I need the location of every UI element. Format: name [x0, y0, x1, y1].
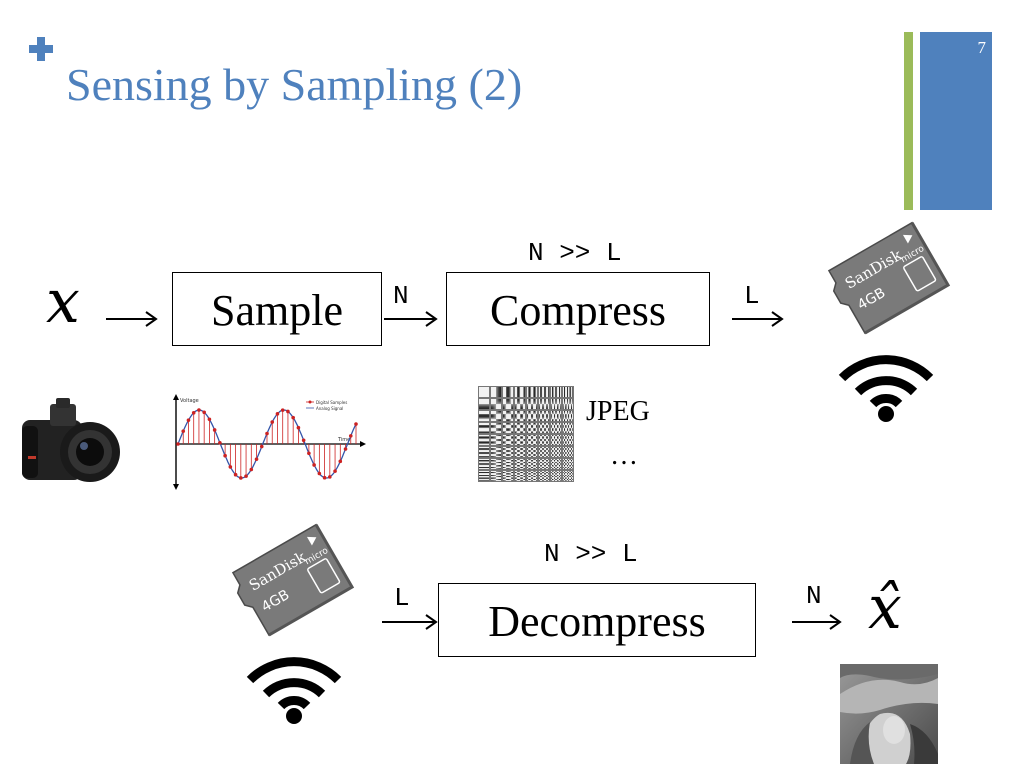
wifi-icon-bottom	[246, 657, 342, 724]
sample-dot	[254, 457, 259, 461]
camera-icon	[22, 398, 120, 482]
input-symbol: x	[46, 267, 80, 337]
sample-box: Sample	[172, 272, 382, 346]
sample-dot	[275, 412, 280, 416]
sample-dot	[348, 434, 353, 438]
sample-dot	[228, 465, 233, 469]
arrow-card-to-decompress	[382, 614, 438, 630]
sample-dot	[322, 475, 327, 480]
arrow-compress-to-card	[732, 311, 784, 327]
sample-dot	[223, 453, 227, 458]
sample-dot	[239, 476, 243, 480]
sample-dot	[307, 451, 311, 456]
dct-cell	[503, 411, 513, 421]
sample-dot	[197, 408, 201, 412]
sample-dot	[291, 415, 295, 420]
accent-bar-green	[904, 32, 913, 210]
decompress-ratio-label: N >> L	[544, 539, 638, 569]
dct-cell	[527, 435, 537, 445]
sample-dot	[176, 442, 180, 446]
sample-dot	[296, 425, 301, 430]
sample-dot	[301, 438, 306, 443]
lena-photo	[840, 664, 938, 764]
sample-dot	[259, 444, 264, 449]
sample-dot	[212, 428, 217, 432]
compress-ratio-label: N >> L	[528, 238, 622, 268]
dct-cell	[527, 387, 537, 397]
sample-dot	[286, 409, 290, 414]
sample-dot	[265, 431, 269, 436]
compress-box: Compress	[446, 272, 710, 346]
memory-card-icon-bottom: SanDisk 4GB micro	[231, 523, 355, 637]
dct-cell	[479, 435, 489, 445]
decompress-in-label: L	[394, 583, 410, 613]
chart-ylabel: Voltage	[180, 398, 199, 404]
dct-cell	[503, 459, 513, 469]
slide-number: 7	[977, 38, 987, 57]
sample-dot	[218, 440, 222, 445]
sample-dot	[191, 410, 196, 415]
wifi-icon	[838, 355, 934, 422]
chart-legend-analog: Analog Signal	[316, 406, 343, 411]
sample-dot	[280, 408, 285, 412]
sample-dot	[338, 459, 343, 464]
sample-dot	[312, 463, 316, 467]
sample-dot	[202, 410, 206, 415]
sample-dot	[328, 475, 332, 479]
ellipsis-label: …	[610, 440, 638, 471]
compress-out-label: L	[744, 281, 760, 311]
sample-dot	[354, 422, 358, 426]
sample-dot	[244, 474, 248, 478]
decompress-box: Decompress	[438, 583, 756, 657]
output-symbol: x̂	[868, 573, 902, 643]
dct-cell	[551, 459, 561, 469]
sine-sampling-chart: Voltage Time Digital Samples Analog Sign…	[173, 394, 366, 490]
sample-dot	[317, 471, 322, 476]
memory-card-icon: SanDisk 4GB micro	[827, 221, 951, 335]
decompress-out-label: N	[806, 581, 822, 611]
arrow-decompress-to-output	[792, 614, 842, 630]
dct-cell	[551, 411, 561, 421]
sample-dot	[270, 420, 275, 424]
sample-dot	[181, 429, 186, 433]
plus-icon	[29, 37, 53, 61]
slide-title: Sensing by Sampling (2)	[66, 59, 523, 110]
sample-dot	[249, 467, 254, 472]
dct-cell	[479, 387, 489, 397]
sample-dot	[207, 417, 212, 422]
dct-basis-image	[478, 386, 574, 482]
jpeg-label: JPEG	[586, 396, 650, 427]
arrow-sample-to-compress	[384, 311, 438, 327]
sample-dot	[233, 472, 238, 477]
sample-to-compress-label: N	[393, 281, 409, 311]
sample-dot	[186, 418, 191, 422]
chart-legend-digital: Digital Samples	[316, 400, 347, 405]
chart-xlabel: Time	[337, 437, 350, 443]
arrow-x-to-sample	[106, 311, 158, 327]
sample-dot	[343, 447, 348, 451]
sample-dot	[333, 469, 337, 473]
accent-bar-blue	[920, 32, 992, 210]
